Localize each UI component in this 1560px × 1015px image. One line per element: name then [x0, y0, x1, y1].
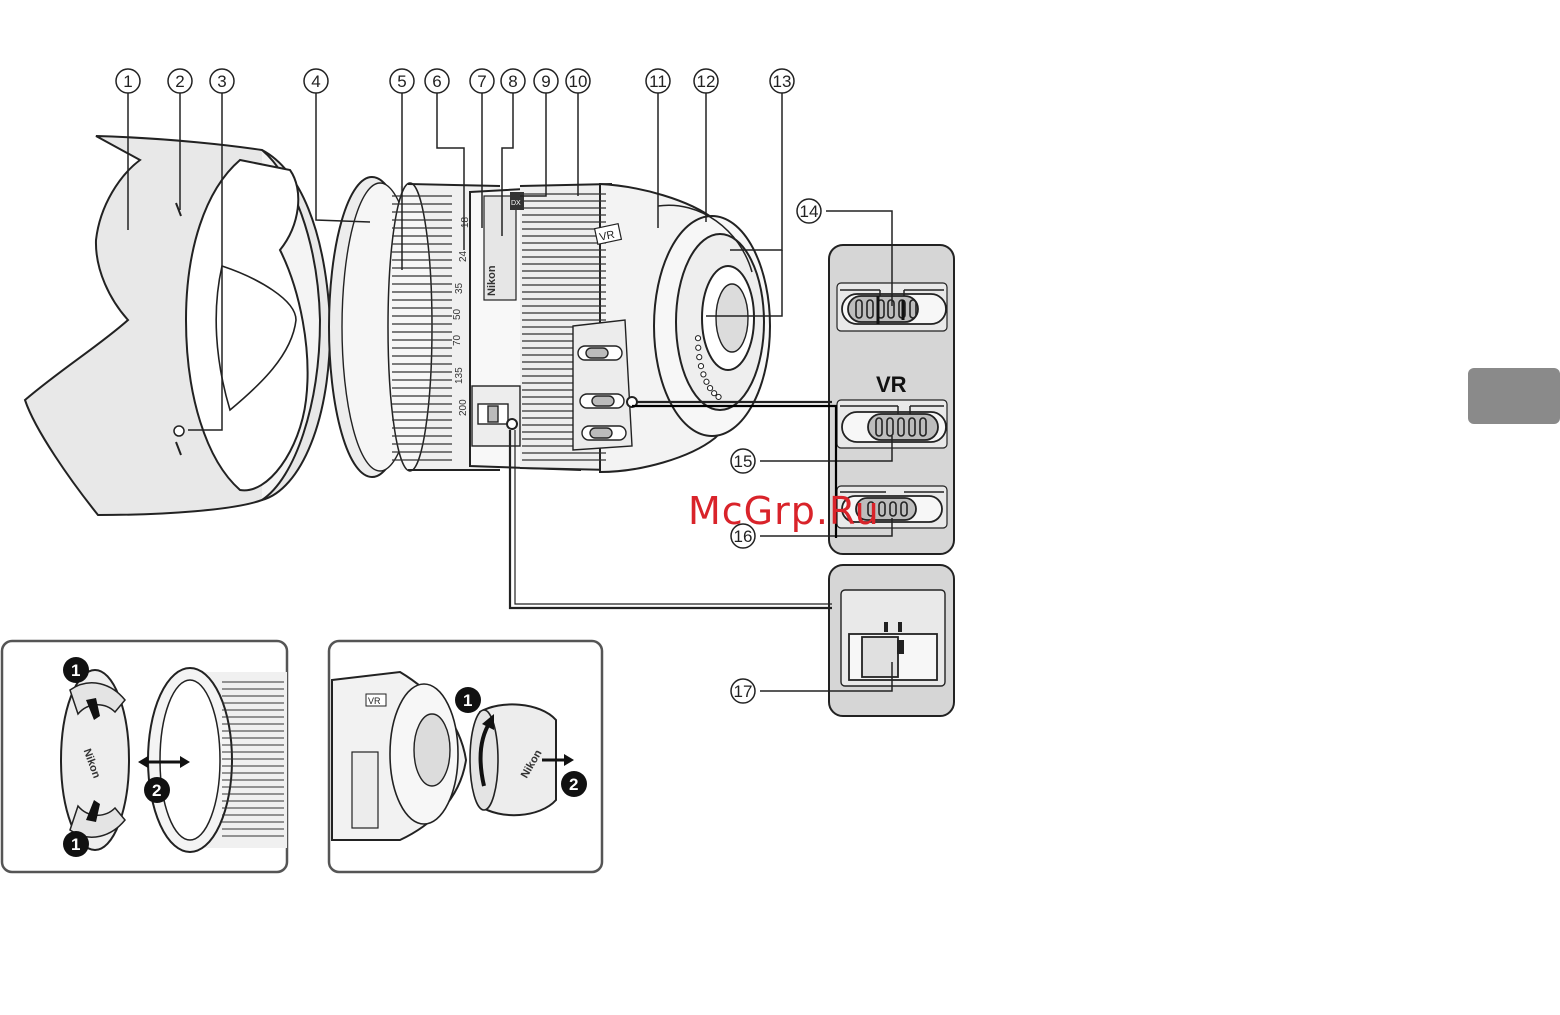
callout-17: 17	[731, 679, 755, 703]
rear-vr-badge: VR	[368, 696, 381, 706]
focal-mark-35: 35	[454, 282, 465, 294]
rear-cap-inset: VR Nikon 1 2	[329, 641, 602, 872]
front-step-1b: 1	[71, 835, 80, 854]
callout-label: 8	[508, 72, 517, 91]
watermark: McGrp.Ru	[688, 489, 880, 533]
focal-mark-200: 200	[458, 399, 469, 416]
callout-10: 10	[566, 69, 590, 93]
front-step-1: 1	[71, 661, 80, 680]
focal-mark-135: 135	[454, 367, 465, 384]
rear-step-1: 1	[463, 691, 472, 710]
callout-8: 8	[501, 69, 525, 93]
callout-9: 9	[534, 69, 558, 93]
callout-label: 15	[734, 452, 753, 471]
lens-hood	[25, 136, 330, 515]
focal-mark-50: 50	[452, 308, 463, 320]
lock-switch-panel	[829, 565, 954, 716]
focal-mark-70: 70	[452, 334, 463, 346]
callout-label: 7	[477, 72, 486, 91]
callout-label: 10	[569, 72, 588, 91]
focal-mark-18: 18	[460, 216, 471, 228]
lens-brand-label: Nikon	[486, 265, 498, 296]
callout-label: 14	[800, 202, 819, 221]
callout-13: 13	[770, 69, 794, 93]
callout-label: 12	[697, 72, 716, 91]
callout-5: 5	[390, 69, 414, 93]
callout-label: 1	[123, 72, 132, 91]
dx-badge: DX	[511, 200, 521, 207]
rear-step-2: 2	[569, 775, 578, 794]
callout-15: 15	[731, 449, 755, 473]
focal-mark-24: 24	[458, 250, 469, 262]
callout-label: 4	[311, 72, 320, 91]
callout-1: 1	[116, 69, 140, 93]
callout-14: 14	[797, 199, 821, 223]
callout-4: 4	[304, 69, 328, 93]
front-step-2: 2	[152, 781, 161, 800]
callout-label: 9	[541, 72, 550, 91]
callout-label: 17	[734, 682, 753, 701]
callout-7: 7	[470, 69, 494, 93]
callout-label: 13	[773, 72, 792, 91]
front-cap-inset: Nikon 1 2 1	[2, 641, 287, 872]
callout-label: 6	[432, 72, 441, 91]
callout-3: 3	[210, 69, 234, 93]
callout-label: 2	[175, 72, 184, 91]
callout-label: 5	[397, 72, 406, 91]
chapter-tab	[1468, 368, 1560, 424]
callout-2: 2	[168, 69, 192, 93]
callout-12: 12	[694, 69, 718, 93]
callout-6: 6	[425, 69, 449, 93]
callout-label: 3	[217, 72, 226, 91]
callout-label: 11	[649, 72, 667, 91]
callout-11: 11	[646, 69, 670, 93]
lock-switch-pointer	[507, 419, 517, 429]
vr-switch-label: VR	[876, 372, 907, 397]
